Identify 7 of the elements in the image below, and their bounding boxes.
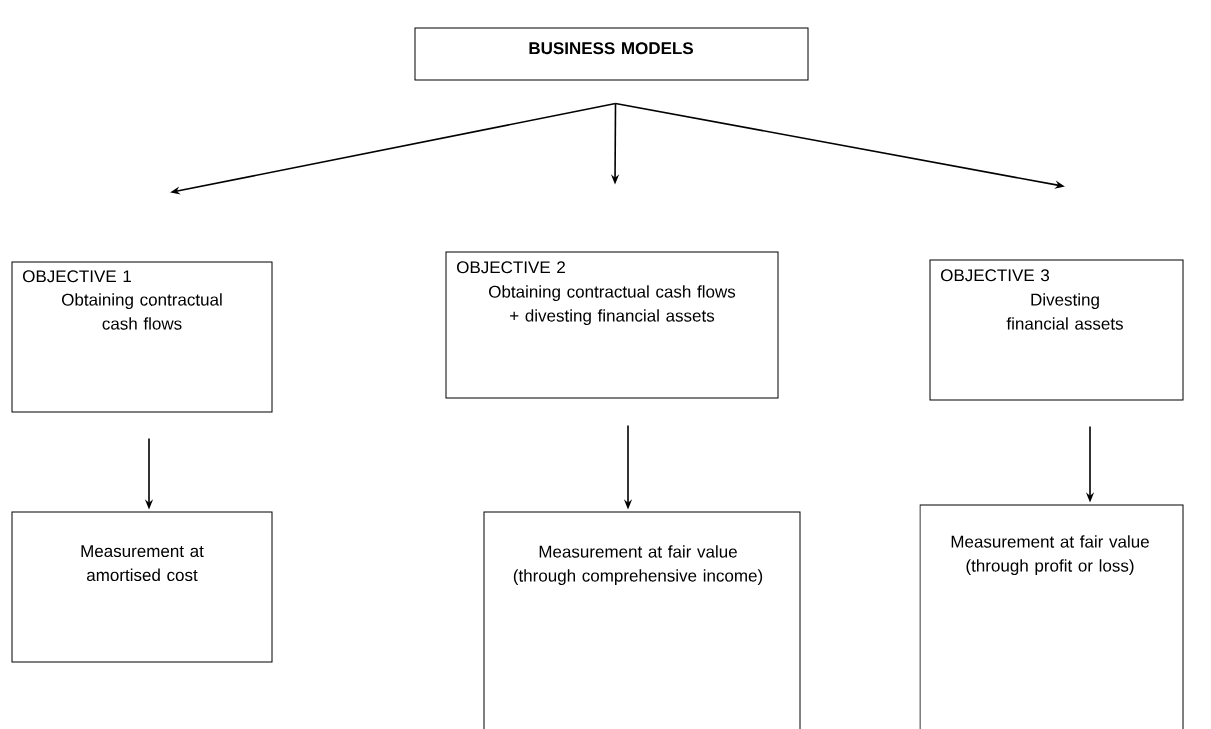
process-box: Measurement at fair value (through comprehensive income) — [483, 511, 801, 729]
process-box: Measurement at fair value (through profit or loss) — [919, 504, 1184, 729]
title-box: BUSINESS MODELS — [414, 27, 809, 81]
process-box: OBJECTIVE 2 Obtaining contractual cash flows + divesting financial assets — [445, 251, 779, 399]
process-box: Measurement at amortised cost — [11, 511, 273, 663]
process-box: OBJECTIVE 3 Divesting financial assets — [929, 259, 1184, 401]
process-box: OBJECTIVE 1 Obtaining contractual cash flows — [11, 261, 273, 413]
